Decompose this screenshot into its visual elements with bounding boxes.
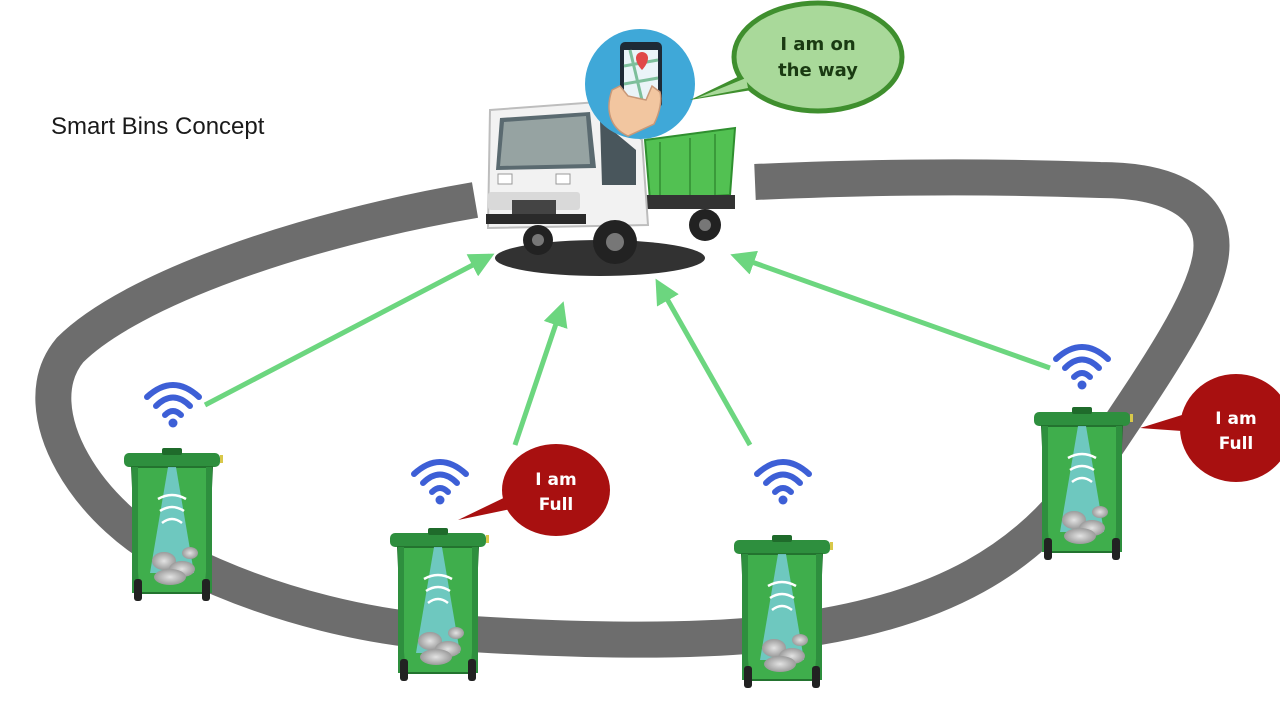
full-speech-bubble: I am Full [458, 444, 610, 536]
wifi-icon [147, 385, 199, 428]
dustbin-icon [388, 526, 491, 683]
full-bubble-line1: I am [535, 470, 576, 490]
garbage-truck-icon [486, 100, 737, 276]
full-bubble-line1: I am [1215, 409, 1256, 429]
dustbin-icon [732, 533, 835, 690]
signal-arrow [655, 278, 753, 447]
full-bubble-line2: Full [539, 495, 574, 515]
truck-speech-bubble: I am on the way [690, 0, 905, 114]
signal-arrow [512, 301, 568, 446]
dustbin-icon [1032, 405, 1135, 562]
wifi-icon [414, 462, 466, 505]
full-speech-bubble: I am Full [1140, 374, 1280, 482]
signal-arrow [730, 250, 1051, 371]
signal-arrow [203, 253, 495, 408]
dustbin-icon [122, 446, 225, 603]
wifi-icon [1056, 347, 1108, 390]
full-bubble-line2: Full [1219, 434, 1254, 454]
wifi-icon [757, 462, 809, 505]
smartphone-map-icon [585, 29, 695, 139]
diagram-title: Smart Bins Concept [51, 113, 265, 140]
truck-bubble-line2: the way [778, 60, 858, 81]
truck-bubble-line1: I am on [780, 34, 855, 55]
